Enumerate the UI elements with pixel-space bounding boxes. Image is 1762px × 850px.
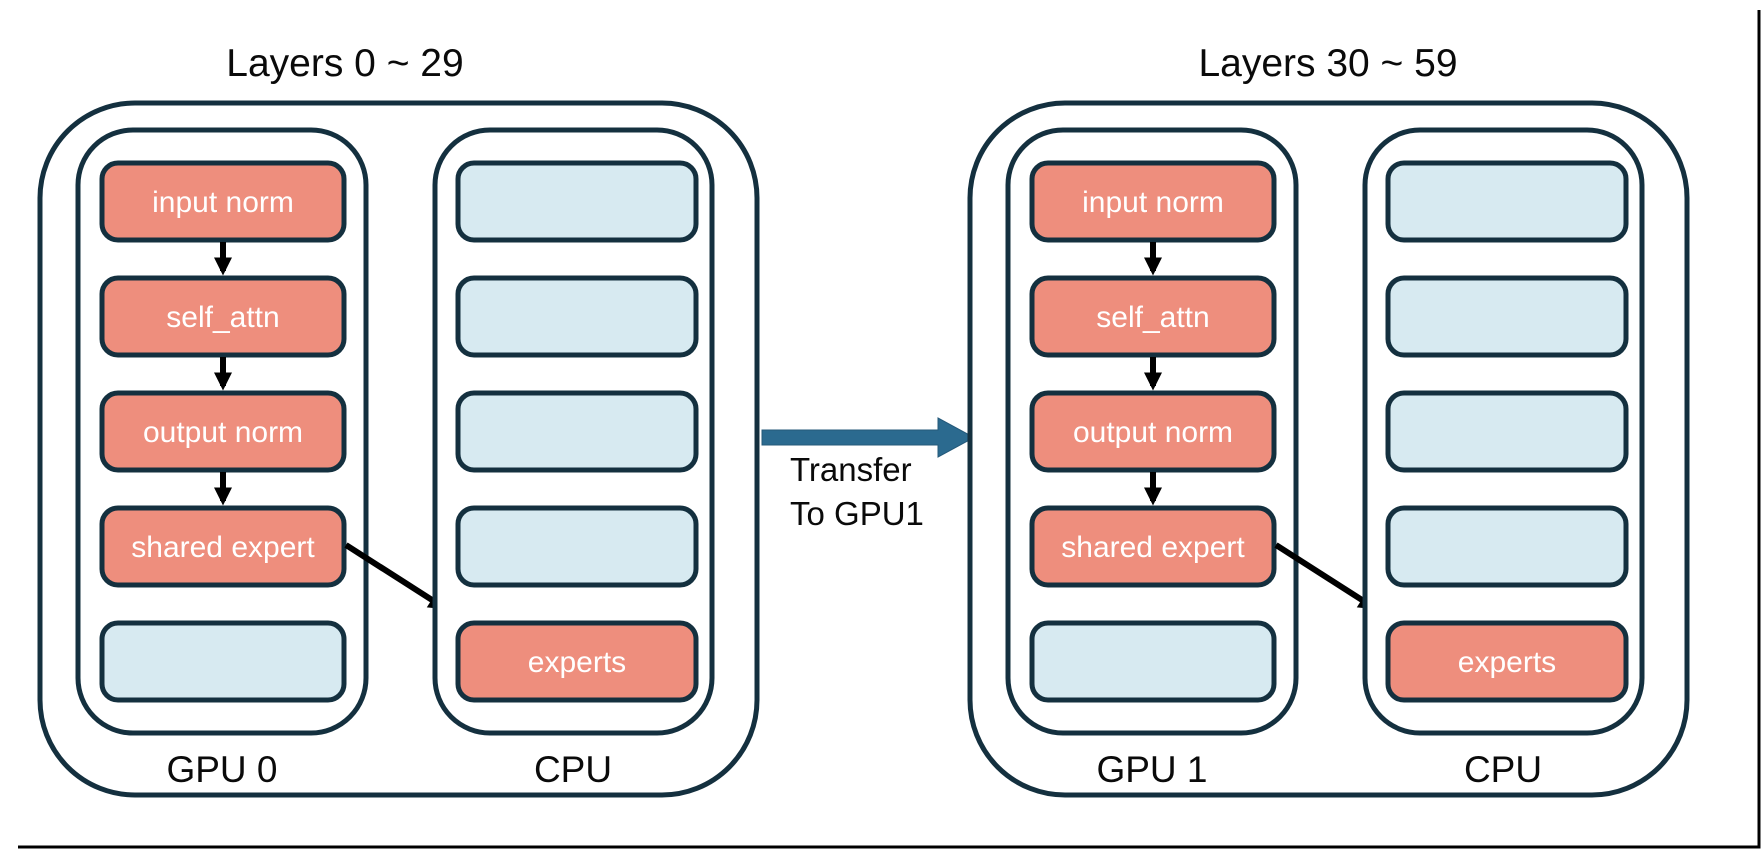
cpu-empty-slot-box (1385, 160, 1629, 243)
transfer-annotation: Transfer To GPU1 (761, 417, 976, 532)
cpu-empty-slot-box (455, 505, 699, 588)
gpu-device-label: GPU 1 (1096, 749, 1207, 790)
gpu-box-output-norm-label: output norm (143, 416, 303, 449)
cpu-empty-slot-box (455, 390, 699, 473)
gpu-box-output-norm (99, 390, 347, 473)
gpu-box-input-norm (1029, 160, 1277, 243)
group-title: Layers 30 ~ 59 (1198, 42, 1457, 85)
gpu-empty-slot-box (99, 620, 347, 703)
gpu-box-self-attn (1029, 275, 1277, 358)
cpu-device-label: CPU (1464, 749, 1542, 790)
transfer-label-line2: To GPU1 (790, 495, 924, 532)
cpu-empty-slot-box (455, 160, 699, 243)
transfer-arrow-icon (761, 417, 976, 458)
cpu-empty-slot-box (1385, 275, 1629, 358)
gpu-device-label: GPU 0 (166, 749, 277, 790)
offload-arrow-icon (344, 542, 447, 610)
gpu-box-input-norm-label: input norm (152, 186, 294, 219)
cpu-device-label: CPU (534, 749, 612, 790)
slide-border-line (18, 10, 1761, 849)
cpu-box-experts (1385, 620, 1629, 703)
cpu-box-experts (455, 620, 699, 703)
transfer-label-line1: Transfer (790, 451, 912, 488)
gpu-box-output-norm-label: output norm (1073, 416, 1233, 449)
gpu-box-self-attn-label: self_attn (1096, 301, 1209, 334)
gpu-box-shared-expert (99, 505, 347, 588)
gpu-box-output-norm (1029, 390, 1277, 473)
gpu-box-self-attn (99, 275, 347, 358)
group-layers-30-59: Layers 30 ~ 59 input norm self_attn outp… (967, 42, 1690, 798)
group-title: Layers 0 ~ 29 (226, 42, 463, 85)
cpu-box-experts-label: experts (528, 646, 626, 679)
group-layers-0-29: Layers 0 ~ 29 input norm self_attn outpu… (37, 42, 760, 798)
cpu-empty-slot-box (1385, 390, 1629, 473)
gpu-box-self-attn-label: self_attn (166, 301, 279, 334)
gpu-box-shared-expert-label: shared expert (1061, 531, 1245, 564)
gpu-box-input-norm-label: input norm (1082, 186, 1224, 219)
gpu-empty-slot-box (1029, 620, 1277, 703)
cpu-empty-slot-box (455, 275, 699, 358)
cpu-empty-slot-box (1385, 505, 1629, 588)
gpu-box-shared-expert (1029, 505, 1277, 588)
cpu-box-experts-label: experts (1458, 646, 1556, 679)
offload-arrow-icon (1274, 542, 1377, 610)
gpu-box-input-norm (99, 160, 347, 243)
gpu-box-shared-expert-label: shared expert (131, 531, 315, 564)
